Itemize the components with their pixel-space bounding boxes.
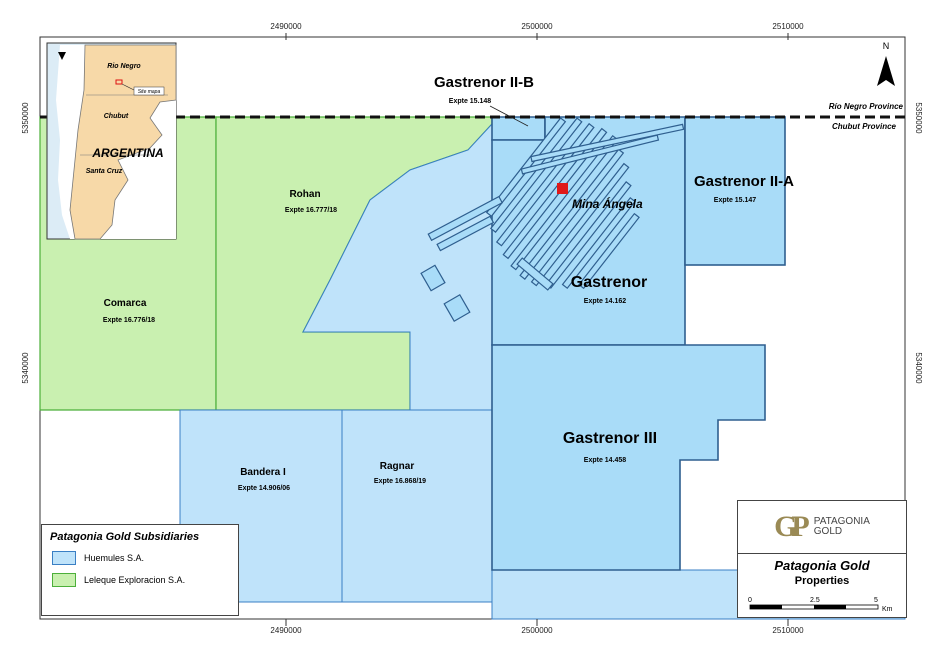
inset-north-icon — [58, 52, 66, 60]
left-coord: 5340000 — [21, 352, 30, 384]
legend-swatch — [52, 573, 76, 587]
map-title: Patagonia Gold — [774, 558, 870, 573]
chubut-province-label: Chubut Province — [832, 122, 897, 131]
legend: Patagonia Gold Subsidiaries Huemules S.A… — [41, 524, 239, 616]
rohan-expte: Expte 16.777/18 — [285, 207, 337, 214]
gastrenor-iib-property[interactable] — [491, 116, 546, 141]
gastrenor-iia-label: Gastrenor II-A — [694, 173, 794, 190]
title-block: GP PATAGONIA GOLD Patagonia Gold Propert… — [737, 500, 907, 618]
scale-tick: 2.5 — [810, 597, 820, 604]
north-arrow: N — [877, 41, 895, 86]
gastrenor-iib-label: Gastrenor II-B — [434, 74, 534, 91]
bottom-coord: 2490000 — [270, 626, 302, 635]
inset-label: Rio Negro — [107, 63, 141, 70]
comarca-expte: Expte 16.776/18 — [103, 317, 155, 324]
rohan-label: Rohan — [289, 189, 320, 200]
bandera-label: Bandera I — [240, 467, 286, 478]
coordinate-grid: 2490000 2500000 2510000 2490000 2500000 … — [21, 22, 923, 635]
right-coord: 5340000 — [914, 352, 923, 384]
inset-label: Chubut — [104, 113, 129, 120]
legend-item: Leleque Exploracion S.A. — [52, 573, 238, 587]
inset-label: ARGENTINA — [91, 146, 163, 160]
bandera-expte: Expte 14.906/06 — [238, 485, 290, 492]
gastrenor-iii-expte: Expte 14.458 — [584, 457, 627, 464]
inset-map: Rio Negro Chubut ARGENTINA Santa Cruz Si… — [46, 42, 177, 240]
legend-label: Huemules S.A. — [84, 553, 145, 563]
right-coord: 5350000 — [914, 102, 923, 134]
mina-angela-marker[interactable] — [557, 183, 568, 194]
top-coord: 2500000 — [521, 22, 553, 31]
bottom-coord: 2510000 — [772, 626, 804, 635]
legend-item: Huemules S.A. — [52, 551, 238, 565]
gastrenor-iib-expte: Expte 15.148 — [449, 98, 492, 105]
logo-brand-line1: PATAGONIA — [813, 516, 870, 527]
inset-label: Site mapa — [138, 89, 161, 95]
left-coord: 5350000 — [21, 102, 30, 134]
north-label: N — [883, 41, 890, 51]
rio-negro-province-label: Río Negro Province — [829, 102, 904, 111]
logo-mark: GP — [774, 510, 810, 543]
gastrenor-iii-label: Gastrenor III — [563, 430, 657, 447]
bottom-coord: 2500000 — [521, 626, 553, 635]
inset-label: Santa Cruz — [86, 168, 123, 175]
logo-brand-line2: GOLD — [813, 526, 843, 537]
scale-tick: 0 — [748, 597, 752, 604]
scale-bar: 0 2.5 5 Km — [748, 597, 893, 613]
logo: GP PATAGONIA GOLD — [738, 501, 906, 554]
gastrenor-iia-expte: Expte 15.147 — [714, 197, 757, 204]
top-coord: 2490000 — [270, 22, 302, 31]
legend-label: Leleque Exploracion S.A. — [84, 575, 186, 585]
ragnar-label: Ragnar — [380, 461, 415, 472]
gastrenor-iib-leader — [489, 105, 529, 127]
gastrenor-expte: Expte 14.162 — [584, 298, 627, 305]
inset-site-box — [115, 79, 123, 85]
scale-tick: 5 — [874, 597, 878, 604]
gastrenor-label: Gastrenor — [571, 274, 647, 291]
top-coord: 2510000 — [772, 22, 804, 31]
ragnar-expte: Expte 16.868/19 — [374, 478, 426, 485]
mina-angela-label: Mina Ángela — [572, 196, 643, 211]
gastrenor-iia-property[interactable] — [684, 116, 786, 266]
vein-system — [420, 117, 685, 322]
map-subtitle: Properties — [794, 575, 850, 587]
legend-swatch — [52, 551, 76, 565]
comarca-label: Comarca — [104, 298, 147, 309]
ragnar-property[interactable] — [341, 409, 493, 603]
legend-title: Patagonia Gold Subsidiaries — [50, 531, 200, 543]
scale-unit: Km — [882, 606, 893, 613]
north-arrow-icon — [877, 56, 895, 86]
gastrenor-iii-property[interactable] — [491, 344, 766, 571]
